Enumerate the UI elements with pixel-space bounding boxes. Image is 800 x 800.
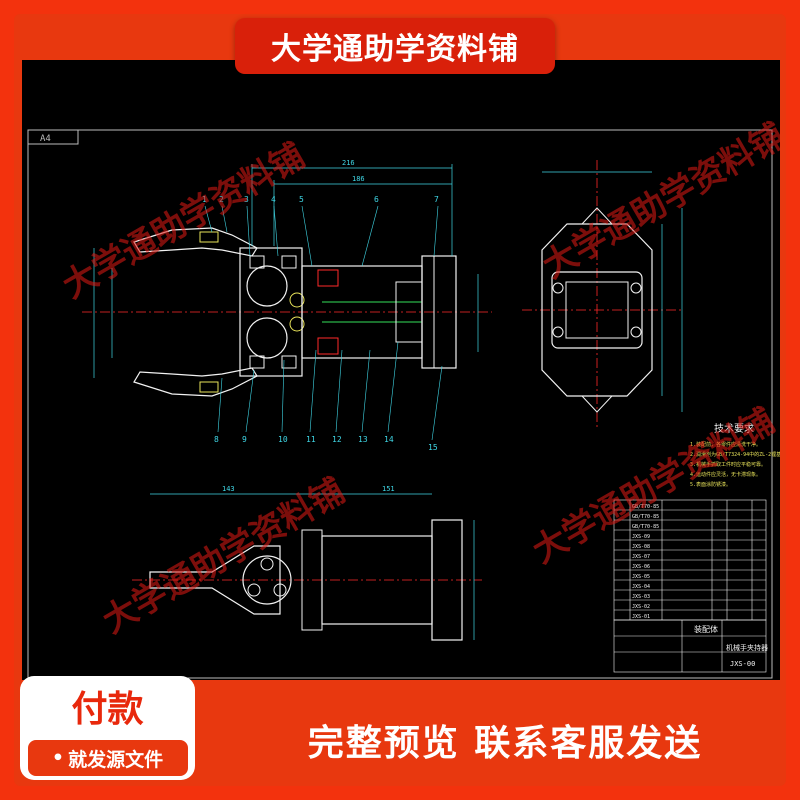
part-number-label: 10: [278, 435, 288, 444]
bom-code: GB/T70-85: [632, 504, 659, 510]
drawing-number: JXS-00: [730, 660, 755, 668]
bom-table: [613, 499, 767, 673]
tech-note: 3.机械手抓取工件时应平稳可靠。: [690, 461, 766, 468]
footer-message: 完整预览 联系客服发送: [307, 723, 703, 764]
tech-note: 4.运动件应灵活，无卡滞现象。: [690, 471, 761, 478]
drawing-name: 机械手夹持器: [726, 643, 768, 652]
tech-requirements: 技术要求: [714, 422, 754, 435]
tech-note: 2.润滑剂为GB/T7324-94中的ZL-2锂基润滑脂。: [690, 451, 780, 458]
bom-code: GB/T70-85: [632, 514, 659, 520]
part-number-label: 5: [299, 195, 304, 204]
bullet-icon: •: [51, 747, 65, 769]
side-view: [522, 160, 683, 430]
tech-title: 技术要求: [714, 422, 754, 435]
sheet-border: [27, 129, 773, 679]
cad-drawing: A4: [22, 60, 780, 680]
assembly-label: 装配体: [694, 624, 718, 634]
bom-code: JXS-08: [632, 544, 650, 550]
sheet-label: A4: [40, 134, 51, 144]
svg-text:151: 151: [382, 485, 395, 493]
payment-card[interactable]: 付款 • 就发源文件: [20, 676, 195, 780]
bom-code: JXS-01: [632, 614, 650, 620]
part-number-label: 1: [202, 195, 207, 204]
payment-subtitle-pill: • 就发源文件: [27, 740, 188, 776]
bom-code: JXS-07: [632, 554, 650, 560]
sheet-label-box: [27, 129, 79, 145]
bom-code: JXS-09: [632, 534, 650, 540]
bom-code: JXS-03: [632, 594, 650, 600]
bom-code: JXS-04: [632, 584, 650, 590]
part-number-label: 11: [306, 435, 316, 444]
bom-code: JXS-02: [632, 604, 650, 610]
part-number-label: 15: [428, 443, 438, 452]
svg-text:186: 186: [352, 175, 365, 183]
payment-title: 付款: [71, 689, 144, 730]
cad-canvas: A4: [27, 129, 780, 679]
payment-subtitle: 就发源文件: [68, 748, 164, 771]
tech-note: 5.表面涂防锈漆。: [690, 481, 731, 488]
part-number-label: 6: [374, 195, 379, 204]
part-number-label: 8: [214, 435, 219, 444]
part-number-label: 3: [244, 195, 249, 204]
bom-code: JXS-05: [632, 574, 650, 580]
front-view: 216 186: [82, 159, 492, 441]
part-number-label: 2: [219, 195, 224, 204]
part-number-label: 4: [271, 195, 276, 204]
top-view: 143 151: [132, 485, 482, 641]
part-number-label: 7: [434, 195, 439, 204]
svg-text:216: 216: [342, 159, 355, 167]
part-number-label: 14: [384, 435, 394, 444]
part-number-label: 13: [358, 435, 368, 444]
tech-note: 1.装配前，各零件应清洗干净。: [690, 441, 761, 448]
part-number-label: 9: [242, 435, 247, 444]
part-number-label: 12: [332, 435, 342, 444]
shop-banner: 大学通助学资料铺: [235, 18, 555, 74]
bom-code: GB/T70-85: [632, 524, 659, 530]
svg-text:143: 143: [222, 485, 235, 493]
bom-code: JXS-06: [632, 564, 650, 570]
